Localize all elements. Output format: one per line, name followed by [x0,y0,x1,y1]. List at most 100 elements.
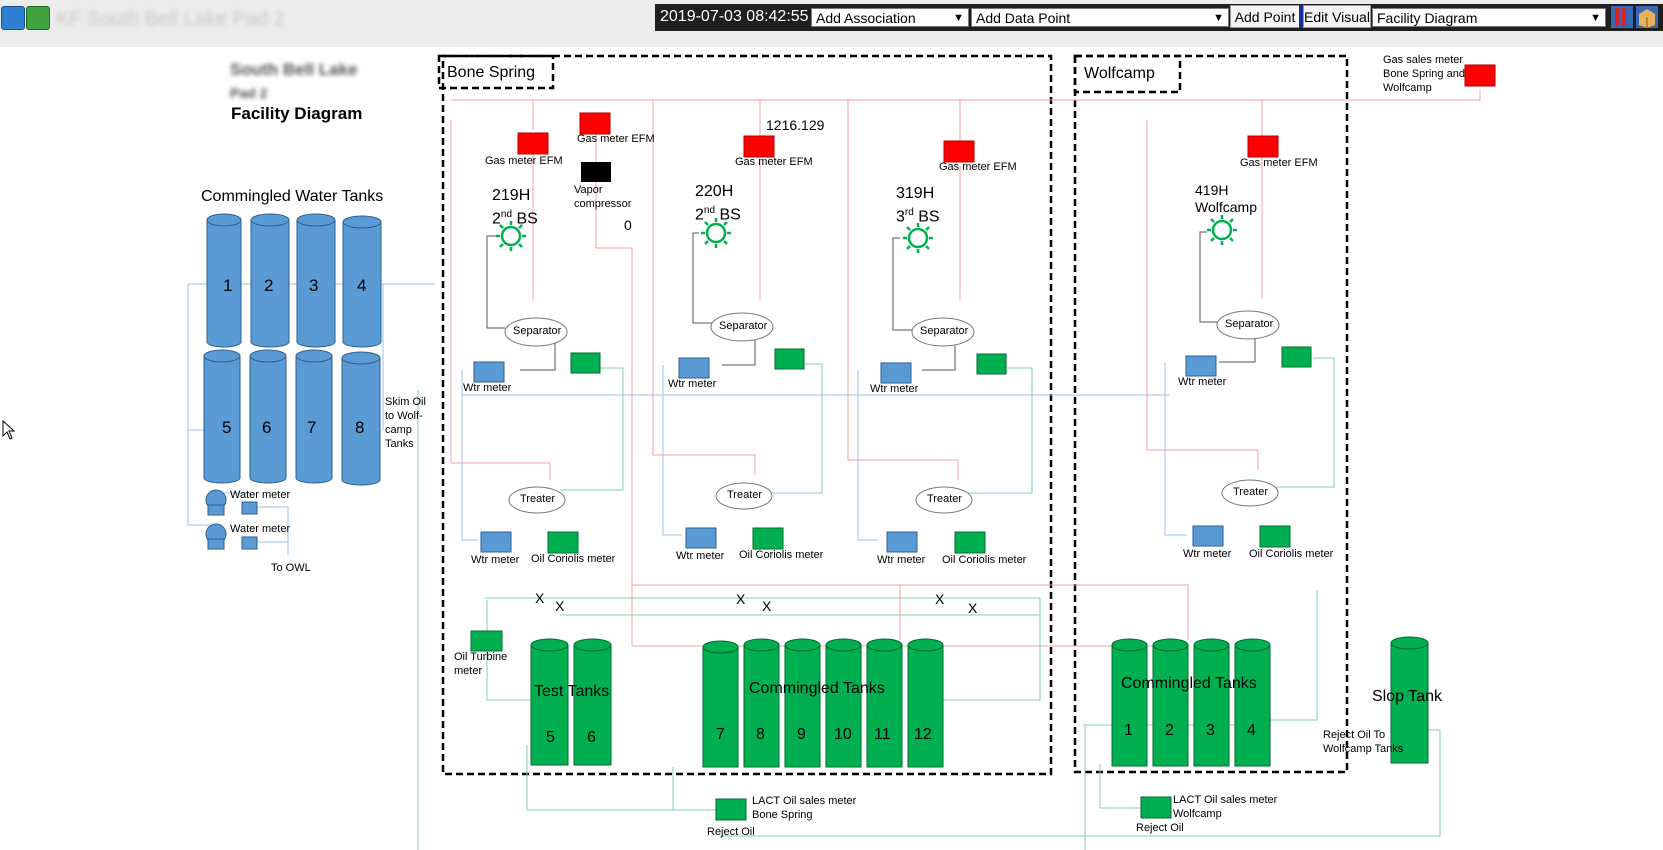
water-tank-2 [250,219,290,348]
wtr-meter-sep-219h [473,361,505,383]
water-tank-number: 5 [222,418,232,437]
add-data-point-select[interactable]: Add Data Point ▼ [971,8,1229,27]
lact-bone-spring [715,798,747,821]
network-icon[interactable] [26,6,50,30]
wtr-meter-label: Wtr meter [1183,548,1232,560]
treater-319h [915,486,973,514]
oil-turbine-label: Oil Turbine [454,651,508,663]
gas-meter-label: Gas meter EFM [735,156,813,168]
wolfcamp-label: Wolfcamp [1084,65,1155,82]
water-meter-2 [241,536,258,550]
separator-419h [1216,310,1280,340]
wtr-meter-label: Wtr meter [668,378,717,390]
oil-coriolis-319h [954,531,986,554]
well-319h-icon [901,221,935,255]
reject-oil-to-label: Reject Oil To [1323,729,1386,741]
valve-mark: X [762,598,772,614]
view-select-label: Facility Diagram [1377,10,1478,26]
separator-label: Separator [920,325,969,337]
valve-mark: X [935,591,945,607]
bs-tank-8 [743,644,780,768]
separator-319h [911,317,975,347]
gas-sales-meter [1464,64,1496,87]
wtr-meter-trt-220h [685,527,717,549]
view-select[interactable]: Facility Diagram▼ [1372,8,1606,27]
oil-meter-sep-319h [976,353,1007,375]
water-tank-7 [295,355,333,484]
water-meter-1 [241,501,258,515]
water-meter-label: Water meter [230,523,291,535]
lact-wolfcamp [1140,796,1172,819]
wtr-meter-label: Wtr meter [676,550,725,562]
edit-visual-button[interactable]: Edit Visual [1303,5,1371,28]
oil-turbine-label: meter [454,665,483,677]
gas-meter-label: Gas meter EFM [939,161,1017,173]
bs-tank-number: 9 [797,726,806,743]
oil-coriolis-419h [1259,525,1291,548]
valve-mark: X [535,590,545,606]
skim-oil-label: Skim Oil [385,396,426,408]
well-220h-name: 220H [695,183,734,200]
reject-oil-label: Reject Oil [1136,822,1184,834]
to-owl-label: To OWL [271,562,311,574]
test-tank-number: 5 [546,729,555,746]
refresh-icon[interactable] [1,6,25,30]
bs-commingled-title: Commingled Tanks [749,680,885,697]
add-data-point-label: Add Data Point [976,10,1071,26]
water-tank-4 [342,221,382,348]
lact-wc-label: LACT Oil sales meter [1173,794,1278,806]
wc-tank-number: 4 [1247,722,1256,739]
water-meter-label: Water meter [230,489,291,501]
gas-meter-219h [517,132,549,155]
valve-mark: X [555,598,565,614]
water-tank-5 [203,355,241,484]
wc-commingled-title: Commingled Tanks [1121,675,1257,692]
bs-tank-number: 10 [834,726,852,743]
water-tanks-title: Commingled Water Tanks [201,188,384,205]
water-tank-6 [249,355,287,484]
water-tank-number: 6 [262,418,272,437]
wolfcamp-section [1073,54,1349,774]
wc-tank-number: 2 [1165,722,1174,739]
gas-meter-label: Gas meter EFM [485,155,563,167]
treater-419h [1221,479,1279,507]
valve-mark: X [736,591,746,607]
well-219h-formation: 2nd BS [492,209,538,228]
vapor-compressor-label: Vapor [574,184,603,196]
oil-meter-sep-219h [570,352,601,374]
bs-tank-number: 8 [756,726,765,743]
oil-coriolis-label: Oil Coriolis meter [531,553,616,565]
water-tank-number: 4 [357,276,367,295]
separator-label: Separator [1225,318,1274,330]
wc-tank-number: 1 [1124,722,1133,739]
separator-label: Separator [513,325,562,337]
well-419h-formation: Wolfcamp [1195,199,1257,215]
valve-mark: X [968,600,978,616]
wtr-meter-label: Wtr meter [463,382,512,394]
wtr-meter-sep-319h [880,362,912,384]
oil-turbine-meter [470,630,503,652]
lact-bs-label: LACT Oil sales meter [752,795,857,807]
wtr-meter-trt-219h [480,531,512,553]
oil-meter-sep-419h [1281,346,1312,368]
well-319h-formation: 3rd BS [896,207,940,226]
water-tank-number: 2 [264,276,274,295]
treater-label: Treater [520,493,556,505]
treater-220h [715,482,773,510]
wtr-meter-trt-419h [1192,525,1224,547]
wtr-meter-trt-319h [886,531,918,553]
treater-219h [508,486,566,514]
gas-meter-label: Gas meter EFM [1240,157,1318,169]
chevron-down-icon: ▼ [953,12,964,24]
vapor-compressor-value: 0 [624,217,632,233]
skim-oil-label: camp [385,424,412,436]
gas-meter-220h [743,135,775,158]
chevron-down-icon: ▼ [1213,12,1224,24]
bs-tank-7 [702,646,739,768]
add-association-select[interactable]: Add Association▼ [811,8,969,27]
well-319h-name: 319H [896,185,935,202]
test-tank-number: 6 [587,729,596,746]
treater-label: Treater [727,489,763,501]
wc-tank-4 [1234,644,1271,767]
bs-tank-9 [784,644,821,768]
